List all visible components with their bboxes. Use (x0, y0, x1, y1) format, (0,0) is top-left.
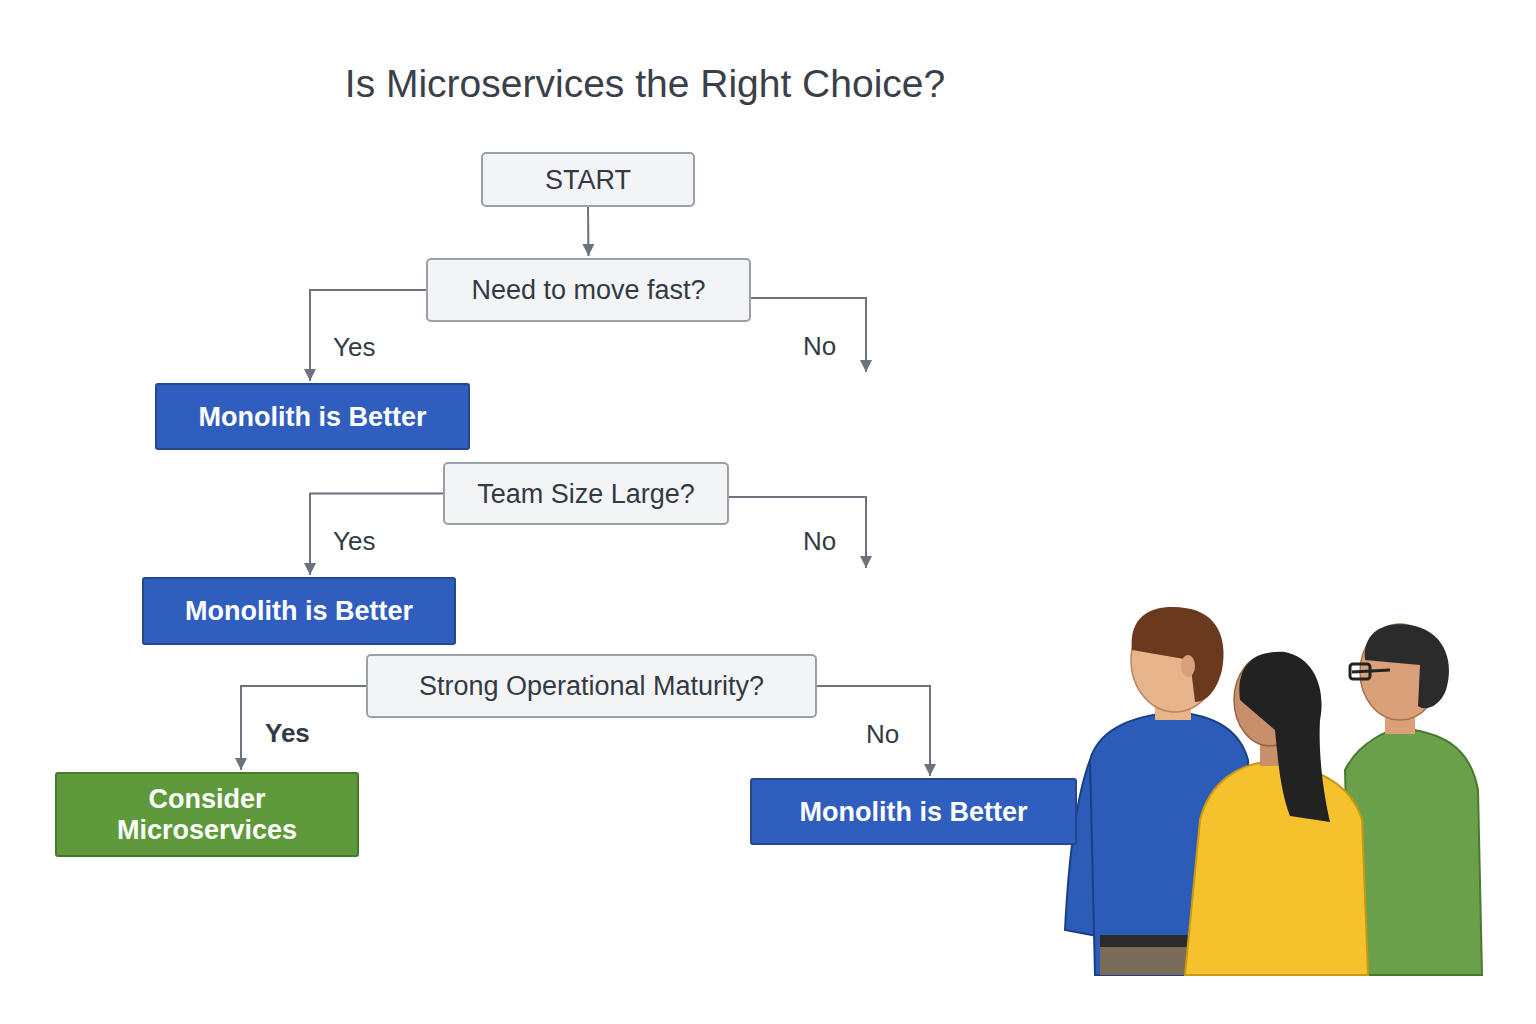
decision-box: Need to move fast? (426, 258, 751, 322)
node-text: Monolith is Better (800, 796, 1028, 828)
hair (1132, 607, 1224, 702)
flow-arrow (587, 207, 590, 256)
node-text: START (545, 164, 631, 196)
flow-arrow (310, 290, 426, 381)
branch-label: No (803, 526, 836, 556)
diagram-title: Is Microservices the Right Choice? (250, 60, 1040, 108)
branch-label: Yes (265, 718, 310, 748)
hair (1239, 652, 1330, 822)
start-box: START (481, 152, 695, 207)
no-branch-arrow (751, 298, 866, 372)
node-text: Strong Operational Maturity? (419, 670, 764, 702)
branch-label: Yes (333, 332, 375, 362)
ear (1181, 655, 1195, 677)
glasses-lens (1350, 664, 1370, 679)
branch-label: No (803, 331, 836, 361)
hair (1365, 624, 1449, 708)
node-text: Consider Microservices (77, 784, 337, 846)
decision-box: Team Size Large? (443, 462, 729, 525)
node-text: Need to move fast? (471, 274, 705, 306)
branch-label: Yes (333, 526, 375, 556)
no-branch-arrow (729, 497, 866, 568)
node-text: Team Size Large? (477, 478, 695, 510)
outcome-box: Monolith is Better (750, 778, 1077, 845)
branch-label: No (866, 719, 899, 749)
decision-box: Strong Operational Maturity? (366, 654, 817, 718)
outcome-box: Monolith is Better (155, 383, 470, 450)
flow-arrow (817, 686, 930, 776)
flow-arrow (310, 494, 443, 576)
outcome-box: Consider Microservices (55, 772, 359, 857)
person-yellow-shirt (1185, 652, 1368, 975)
outcome-box: Monolith is Better (142, 577, 456, 645)
node-text: Monolith is Better (199, 401, 427, 433)
flow-arrow (241, 686, 366, 770)
node-text: Monolith is Better (185, 595, 413, 627)
shirt (1185, 762, 1368, 975)
